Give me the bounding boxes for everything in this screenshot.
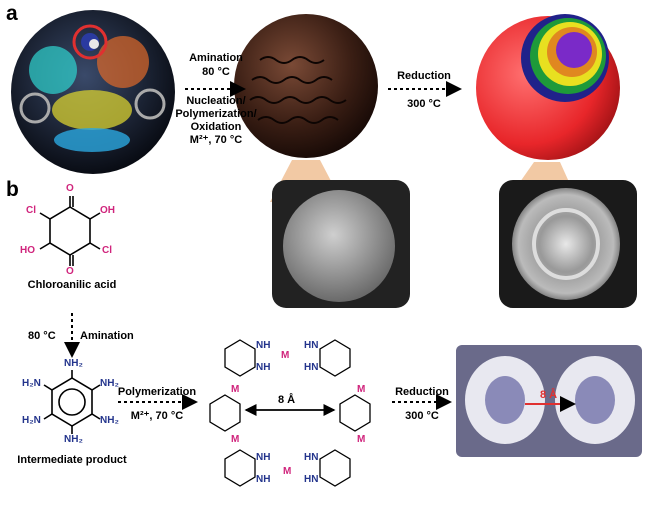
atom-nh2-right-top: NH₂ xyxy=(100,378,119,389)
fw-hn-3: HN xyxy=(304,452,319,463)
fw-metal-left-bottom: M xyxy=(231,434,240,445)
hollow-sphere xyxy=(476,14,620,160)
step1-temp-top: 80 °C xyxy=(202,66,230,78)
polymerization-cond: M²⁺, 70 °C xyxy=(130,410,184,422)
atom-o-bottom: O xyxy=(66,266,74,277)
pore-spacing: 8 Å xyxy=(278,394,296,406)
step2-label: Reduction xyxy=(397,70,451,82)
atom-ho: HO xyxy=(20,245,35,256)
fw-metal-top: M xyxy=(281,350,290,361)
atom-o-top: O xyxy=(66,183,74,194)
atom-oh: OH xyxy=(100,205,115,216)
atom-nh2-right-bottom: NH₂ xyxy=(100,415,119,426)
panel-label-a: a xyxy=(6,2,18,25)
step1-line-1: Nucleation/ xyxy=(186,95,246,107)
intermediate-name: Intermediate product xyxy=(17,454,127,466)
chloroanilic-acid-structure xyxy=(39,196,101,266)
framework-structure xyxy=(209,339,371,487)
model-spacing: 8 Å xyxy=(540,389,558,401)
panel-label-b: b xyxy=(6,178,19,201)
atom-h2n-left-top: H₂N xyxy=(22,378,41,389)
fw-metal-left-top: M xyxy=(231,384,240,395)
atom-nh2-top: NH₂ xyxy=(64,358,83,369)
precursor-sphere xyxy=(11,10,175,174)
fw-hn-4: HN xyxy=(304,474,319,485)
sem-image-1 xyxy=(272,180,410,308)
atom-cl-left: Cl xyxy=(26,205,36,216)
step1-line-2: Polymerization/ xyxy=(175,108,257,120)
fw-metal-right-top: M xyxy=(357,384,366,395)
amination-temp: 80 °C xyxy=(28,330,56,342)
step2-temp: 300 °C xyxy=(407,98,441,110)
fw-metal-bottom: M xyxy=(283,466,292,477)
fw-nh-1: NH xyxy=(256,340,271,351)
sem-image-2 xyxy=(499,180,637,308)
fw-hn-1: HN xyxy=(304,340,319,351)
step1-cond: M²⁺, 70 °C xyxy=(189,134,243,146)
reduction-temp: 300 °C xyxy=(405,410,439,422)
space-filling-model xyxy=(456,345,642,457)
atom-nh2-bottom: NH₂ xyxy=(64,434,83,445)
step1-line-3: Oxidation xyxy=(190,121,242,133)
fw-nh-2: NH xyxy=(256,362,271,373)
polymerization-label: Polymerization xyxy=(117,386,197,398)
fw-hn-2: HN xyxy=(304,362,319,373)
fw-nh-3: NH xyxy=(256,452,271,463)
amination-label: Amination xyxy=(80,330,134,342)
chloroanilic-acid-name: Chloroanilic acid xyxy=(27,279,117,291)
intermediate-structure xyxy=(43,370,101,434)
fw-nh-4: NH xyxy=(256,474,271,485)
fw-metal-right-bottom: M xyxy=(357,434,366,445)
atom-h2n-left-bottom: H₂N xyxy=(22,415,41,426)
step1-label-top: Amination xyxy=(189,52,243,64)
atom-cl-right: Cl xyxy=(102,245,112,256)
reduction-label: Reduction xyxy=(395,386,449,398)
polymer-sphere xyxy=(234,14,378,158)
